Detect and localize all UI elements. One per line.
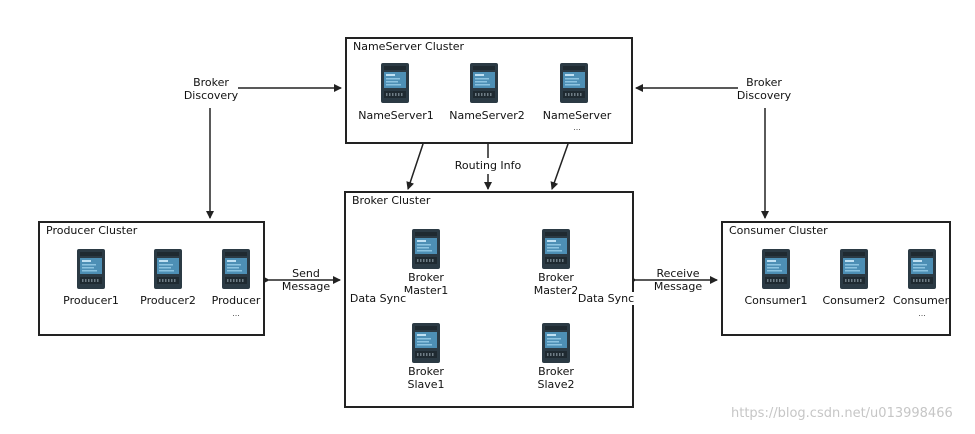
nameserver2-server-icon: [470, 63, 498, 103]
nameserver-cluster-title: NameServer Cluster: [353, 40, 465, 53]
consumer-n-server-icon: [908, 249, 936, 289]
broker-discovery-right-label: Broker Discovery: [729, 76, 799, 102]
producer2-server-icon: [154, 249, 182, 289]
broker-slave2-label: Broker Slave2: [526, 365, 586, 391]
producer-ellipsis: ...: [232, 309, 240, 318]
consumer-cluster-box: Consumer Cluster: [721, 221, 951, 336]
broker-master2-line1: Broker: [538, 271, 574, 284]
nameserver1-label: NameServer1: [358, 109, 434, 122]
broker-master2-label: Broker Master2: [526, 271, 586, 297]
routing-info-label: Routing Info: [448, 159, 528, 172]
producer2-label: Producer2: [140, 294, 196, 307]
consumer-n-label: Consumer: [893, 294, 950, 307]
broker-slave2-line2: Slave2: [537, 378, 575, 391]
receive-message-line2: Message: [653, 280, 703, 293]
arrow-routing-1: [406, 136, 430, 190]
send-message-line1: Send: [292, 267, 320, 280]
consumer2-server-icon: [840, 249, 868, 289]
consumer1-label: Consumer1: [744, 294, 808, 307]
broker-master1-line2: Master1: [403, 284, 449, 297]
producer-n-label: Producer: [211, 294, 261, 307]
send-message-line2: Message: [281, 280, 331, 293]
broker-slave2-line1: Broker: [538, 365, 574, 378]
broker-slave2-server-icon: [542, 323, 570, 363]
broker-master1-line1: Broker: [408, 271, 444, 284]
producer1-server-icon: [77, 249, 105, 289]
data-sync-left-label: Data Sync: [348, 292, 408, 305]
consumer2-label: Consumer2: [822, 294, 886, 307]
broker-discovery-left-line1: Broker: [193, 76, 229, 89]
broker-discovery-right-line2: Discovery: [736, 89, 792, 102]
receive-message-line1: Receive: [656, 267, 700, 280]
watermark-text: https://blog.csdn.net/u013998466: [731, 406, 953, 421]
broker-master1-server-icon: [412, 229, 440, 269]
broker-slave1-server-icon: [412, 323, 440, 363]
broker-slave1-line2: Slave1: [407, 378, 445, 391]
consumer-cluster-title: Consumer Cluster: [729, 224, 828, 237]
arrow-routing-3: [550, 136, 575, 190]
receive-message-label: Receive Message: [645, 267, 711, 293]
consumer1-server-icon: [762, 249, 790, 289]
broker-master2-server-icon: [542, 229, 570, 269]
producer-cluster-title: Producer Cluster: [46, 224, 138, 237]
broker-master2-line2: Master2: [533, 284, 579, 297]
producer1-label: Producer1: [63, 294, 119, 307]
nameserver-ellipsis: ...: [573, 123, 581, 132]
nameserver-n-label: NameServer: [542, 109, 612, 122]
nameserver2-label: NameServer2: [449, 109, 525, 122]
data-sync-right-label: Data Sync: [576, 292, 636, 305]
broker-slave1-label: Broker Slave1: [396, 365, 456, 391]
consumer-ellipsis: ...: [918, 309, 926, 318]
producer-n-server-icon: [222, 249, 250, 289]
nameserver-n-server-icon: [560, 63, 588, 103]
broker-master1-label: Broker Master1: [396, 271, 456, 297]
broker-discovery-left-line2: Discovery: [183, 89, 239, 102]
send-message-label: Send Message: [276, 267, 336, 293]
broker-slave1-line1: Broker: [408, 365, 444, 378]
nameserver1-server-icon: [381, 63, 409, 103]
broker-discovery-right-line1: Broker: [746, 76, 782, 89]
broker-discovery-left-label: Broker Discovery: [176, 76, 246, 102]
broker-cluster-title: Broker Cluster: [352, 194, 431, 207]
